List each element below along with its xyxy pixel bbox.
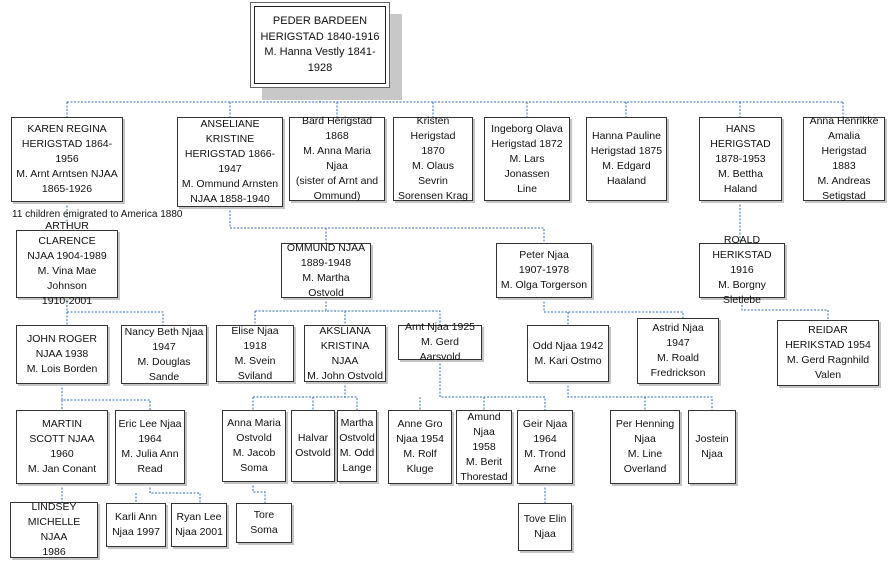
node-label: Odd Njaa 1942 M. Kari Ostmo [532,339,604,367]
node-label: Per Henning Njaa M. Line Overland [615,418,675,475]
connector [66,102,844,117]
node-ryan-lee[interactable]: Ryan Lee Njaa 2001 [171,503,227,547]
connector [739,201,829,320]
connector [419,360,546,410]
emigration-note: 11 children emigrated to America 1880 [12,209,183,220]
node-label: Nancy Beth Njaa 1947 M. Douglas Sande [124,325,204,383]
node-arnt-njaa[interactable]: Arnt Njaa 1925 M. Gerd Aarsvold [398,321,482,363]
node-label: Karli Ann Njaa 1997 [112,511,160,538]
node-label: ROALD HERIKSTAD 1916 M. Borgny Sletlebe [712,234,772,306]
connector [567,382,713,410]
node-label: ARTHUR CLARENCE NJAA 1904-1989 M. Vina M… [27,220,107,307]
node-eric-lee[interactable]: Eric Lee Njaa 1964 M. Julia Ann Read [115,410,185,484]
node-tore-soma[interactable]: Tore Soma [236,503,292,543]
node-geir-njaa[interactable]: Geir Njaa 1964 M. Trond Arne [517,410,573,484]
node-label: Tore Soma [250,509,278,536]
node-peder-bardeen[interactable]: PEDER BARDEEN HERIGSTAD 1840-1916 M. Han… [254,6,386,84]
node-bard-herigstad[interactable]: Bard Herigstad 1868 M. Anna Maria Njaa (… [289,115,385,202]
node-label: Anna Henrikke Amalia Herigstad 1883 M. A… [809,115,879,202]
node-tove-elin[interactable]: Tove Elin Njaa [518,503,572,551]
connector [61,384,151,410]
node-label: Tove Elin Njaa [523,513,567,540]
node-elise-njaa[interactable]: Elise Njaa 1918 M. Svein Sviland [216,325,294,382]
node-label: Ingeborg Olava Herigstad 1872 M. Lars Jo… [491,122,563,195]
connector [66,298,164,325]
node-label: KAREN REGINA HERIGSTAD 1864-1956 M. Arnt… [16,123,118,195]
node-aksliana-kristina[interactable]: AKSLIANA KRISTINA NJAA M. John Ostvold [304,325,386,382]
node-label: Geir Njaa 1964 M. Trond Arne [522,418,568,475]
node-anna-maria-ostvold[interactable]: Anna Maria Ostvold M. Jacob Soma [222,410,286,482]
node-hanna-pauline[interactable]: Hanna Pauline Herigstad 1875 M. Edgard H… [586,117,667,201]
node-label: Bard Herigstad 1868 M. Anna Maria Njaa (… [295,115,379,202]
node-reidar-herikstad[interactable]: REIDAR HERIKSTAD 1954 M. Gerd Ragnhild V… [777,320,879,386]
node-label: MARTIN SCOTT NJAA 1960 M. Jan Conant [27,418,97,475]
node-john-roger[interactable]: JOHN ROGER NJAA 1938 M. Lois Borden [16,325,108,384]
node-lindsey-michelle[interactable]: LINDSEY MICHELLE NJAA 1986 [10,501,98,558]
node-jostein-njaa[interactable]: Jostein Njaa [688,410,736,484]
node-anseliane-kristine[interactable]: ANSELIANE KRISTINE HERIGSTAD 1866- 1947 … [177,117,283,207]
node-hans-herigstad[interactable]: HANS HERIGSTAD 1878-1953 M. Bettha Halan… [699,117,782,201]
node-label: OMMUND NJAA 1889-1948 M. Martha Ostvold [286,241,366,299]
node-roald-herikstad[interactable]: ROALD HERIKSTAD 1916 M. Borgny Sletlebe [699,234,785,306]
node-ommund-njaa[interactable]: OMMUND NJAA 1889-1948 M. Martha Ostvold [281,241,371,299]
node-label: HANS HERIGSTAD 1878-1953 M. Bettha Halan… [710,122,771,195]
node-anna-henrikke[interactable]: Anna Henrikke Amalia Herigstad 1883 M. A… [803,115,885,202]
node-label: REIDAR HERIKSTAD 1954 M. Gerd Ragnhild V… [785,324,871,381]
node-astrid-njaa[interactable]: Astrid Njaa 1947 M. Roald Fredrickson [637,318,719,384]
node-label: JOHN ROGER NJAA 1938 M. Lois Borden [26,333,98,375]
connector [254,298,441,325]
node-label: Martha Ostvold M. Odd Lange [339,417,375,474]
node-label: ANSELIANE KRISTINE HERIGSTAD 1866- 1947 … [181,118,279,205]
connector [229,207,545,243]
node-label: Ryan Lee Njaa 2001 [175,511,223,538]
node-nancy-beth[interactable]: Nancy Beth Njaa 1947 M. Douglas Sande [121,325,207,384]
node-kristen-herigstad[interactable]: Kristen Herigstad 1870 M. Olaus Sevrin S… [393,115,473,202]
node-anne-gro[interactable]: Anne Gro Njaa 1954 M. Rolf Kluge [388,410,452,484]
connector [543,298,684,325]
node-halvar-ostvold[interactable]: Halvar Ostvold [291,410,335,482]
node-label: Kristen Herigstad 1870 M. Olaus Sevrin S… [397,115,469,202]
node-label: Anne Gro Njaa 1954 M. Rolf Kluge [396,418,444,475]
node-label: AKSLIANA KRISTINA NJAA M. John Ostvold [307,324,383,382]
node-per-henning[interactable]: Per Henning Njaa M. Line Overland [610,410,680,484]
node-martin-scott[interactable]: MARTIN SCOTT NJAA 1960 M. Jan Conant [16,410,108,484]
node-label: Arnt Njaa 1925 M. Gerd Aarsvold [404,321,476,363]
node-karen-regina[interactable]: KAREN REGINA HERIGSTAD 1864-1956 M. Arnt… [11,117,123,202]
connector [135,484,201,503]
node-martha-ostvold[interactable]: Martha Ostvold M. Odd Lange [337,410,377,482]
node-label: Hanna Pauline Herigstad 1875 M. Edgard H… [590,130,663,187]
node-label: Elise Njaa 1918 M. Svein Sviland [231,324,279,382]
node-label: Peter Njaa 1907-1978 M. Olga Torgerson [500,249,588,291]
node-label: PEDER BARDEEN HERIGSTAD 1840-1916 M. Han… [260,15,380,74]
node-label: Anna Maria Ostvold M. Jacob Soma [227,417,281,474]
node-label: Astrid Njaa 1947 M. Roald Fredrickson [650,322,706,379]
node-label: Eric Lee Njaa 1964 M. Julia Ann Read [118,418,182,475]
node-label: Halvar Ostvold [295,432,331,459]
node-label: LINDSEY MICHELLE NJAA 1986 [27,501,81,558]
connector [252,382,358,410]
connector [252,482,266,503]
node-amund-njaa[interactable]: Amund Njaa 1958 M. Berit Thorestad [456,410,512,484]
node-karli-ann[interactable]: Karli Ann Njaa 1997 [106,503,166,547]
node-label: Jostein Njaa [695,433,729,460]
node-odd-njaa[interactable]: Odd Njaa 1942 M. Kari Ostmo [527,325,609,382]
node-peter-njaa[interactable]: Peter Njaa 1907-1978 M. Olga Torgerson [496,243,592,298]
node-label: Amund Njaa 1958 M. Berit Thorestad [460,410,508,483]
node-arthur-clarence[interactable]: ARTHUR CLARENCE NJAA 1904-1989 M. Vina M… [16,220,118,307]
node-ingeborg-olava[interactable]: Ingeborg Olava Herigstad 1872 M. Lars Jo… [484,117,570,201]
